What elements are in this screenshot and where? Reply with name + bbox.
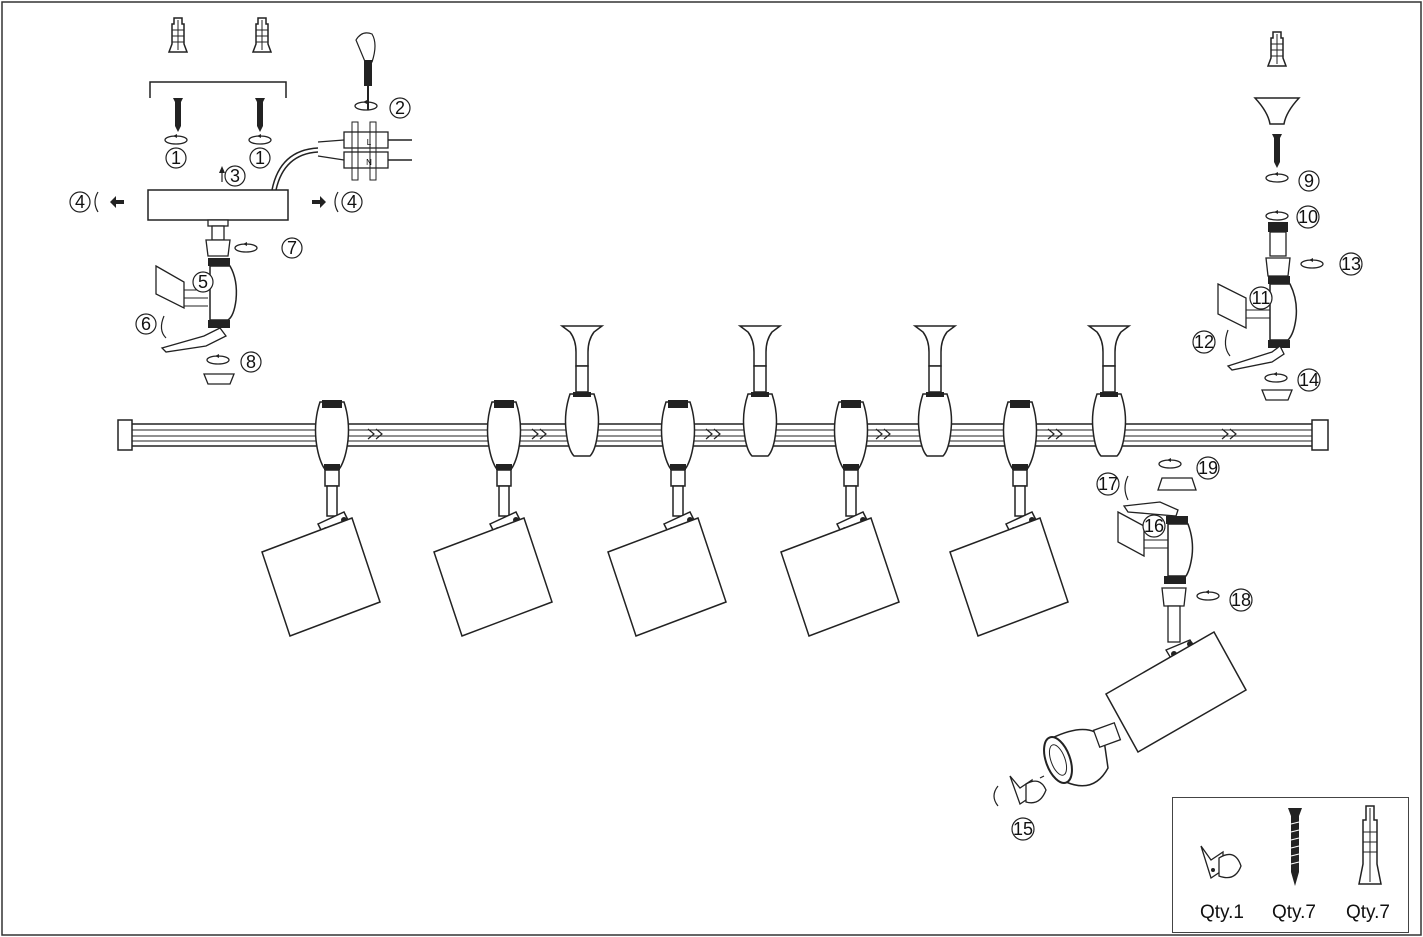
rotate-arrow-icon [354, 99, 378, 111]
screw-icon [173, 98, 183, 132]
step-label: 6 [141, 314, 151, 334]
part-qty-label: Qty.7 [1346, 902, 1390, 923]
part-qty-label: Qty.1 [1200, 902, 1244, 923]
step-label: 3 [230, 166, 240, 186]
hand-icon [355, 32, 376, 65]
step-label: 4 [75, 192, 85, 212]
track-rail [117, 419, 1329, 451]
step-label: 9 [1304, 171, 1314, 191]
rail-cover [160, 327, 227, 353]
step-label: 5 [198, 272, 208, 292]
rail-connector [1167, 523, 1194, 577]
step-markers-right: 9 10 11 12 13 14 [1192, 170, 1363, 392]
step-label: 14 [1299, 370, 1319, 390]
screw-icon [1288, 808, 1302, 886]
bracket-line [149, 81, 287, 98]
step-label: 19 [1198, 458, 1218, 478]
step-label: 1 [255, 148, 265, 168]
rotate-arrow-icon [94, 191, 99, 213]
step-label: 17 [1098, 474, 1118, 494]
rotate-arrow-icon [164, 133, 188, 145]
rail-cover [1226, 345, 1285, 371]
step-label: 16 [1144, 516, 1164, 536]
spotlight [433, 399, 553, 637]
screwdriver-icon [364, 60, 372, 86]
end-cap [203, 373, 235, 385]
rail-end-piece [155, 264, 185, 310]
rotate-arrow-icon [1265, 171, 1289, 183]
gu10-bulb [1039, 721, 1122, 787]
rotate-arrow-icon [1196, 589, 1220, 601]
rotate-arrow-icon [206, 353, 230, 365]
step-label: 12 [1194, 332, 1214, 352]
step-label: 15 [1013, 819, 1033, 839]
rail-cover [1122, 501, 1179, 517]
step-label: 1 [171, 148, 181, 168]
step-markers-lower: 17 19 16 18 15 [1011, 456, 1253, 841]
end-cap [1157, 477, 1197, 491]
parts-legend: Qty.1 Qty.7 Qty.7 [1172, 797, 1409, 933]
screw-icon [255, 98, 265, 132]
rotate-arrow-icon [1265, 209, 1289, 221]
terminal-block: L N [271, 121, 412, 191]
end-cap [1261, 389, 1293, 401]
ceiling-mount [561, 325, 603, 457]
rail-end-piece [1217, 282, 1247, 330]
rail-end-piece [1117, 510, 1145, 558]
rail-connector [209, 265, 238, 321]
ceiling-cup [1253, 97, 1301, 125]
step-label: 18 [1231, 590, 1251, 610]
step-label: 10 [1298, 207, 1318, 227]
step-label: 13 [1341, 254, 1361, 274]
rail-connector [1269, 283, 1298, 341]
step-label: 2 [395, 98, 405, 118]
rotate-arrow-icon [1264, 371, 1288, 383]
arrow-left-icon [110, 196, 124, 208]
right-fixing-group [1217, 31, 1324, 401]
wall-plug-icon [1358, 805, 1382, 885]
exploded-spotlight [993, 457, 1248, 807]
spotlight [949, 399, 1069, 637]
rotate-arrow-icon [334, 191, 339, 213]
wall-plug-icon [168, 17, 188, 53]
ceiling-mount [739, 325, 781, 457]
rotate-arrow-icon [234, 241, 258, 253]
spotlight [607, 399, 727, 637]
ceiling-canopy [147, 189, 289, 221]
rotate-arrow-icon [1158, 457, 1182, 469]
bulb-holder-ring-icon [993, 775, 1047, 807]
spotlight-shade [1104, 630, 1248, 754]
wall-plug-icon [252, 17, 272, 53]
ceiling-mount [914, 325, 956, 457]
rotate-arrow-icon [1300, 257, 1324, 269]
part-qty-label: Qty.7 [1272, 902, 1316, 923]
ceiling-mount [1088, 325, 1130, 457]
neutral-label: N [366, 158, 372, 167]
step-markers-left: 1 1 2 3 4 4 5 6 7 8 [69, 97, 411, 373]
spotlight [780, 399, 900, 637]
bulb-holder-ring-icon [1200, 845, 1242, 880]
step-label: 7 [287, 238, 297, 258]
spotlight [261, 399, 381, 637]
live-label: L [367, 138, 372, 147]
left-fixing-group: L N [94, 17, 412, 385]
wall-plug-icon [1267, 31, 1287, 67]
step-label: 11 [1252, 288, 1271, 308]
arrow-up-icon [219, 166, 225, 173]
rotate-arrow-icon [248, 133, 272, 145]
step-label: 4 [347, 192, 357, 212]
arrow-right-icon [312, 196, 326, 208]
screw-icon [1272, 134, 1282, 168]
step-label: 8 [246, 352, 256, 372]
